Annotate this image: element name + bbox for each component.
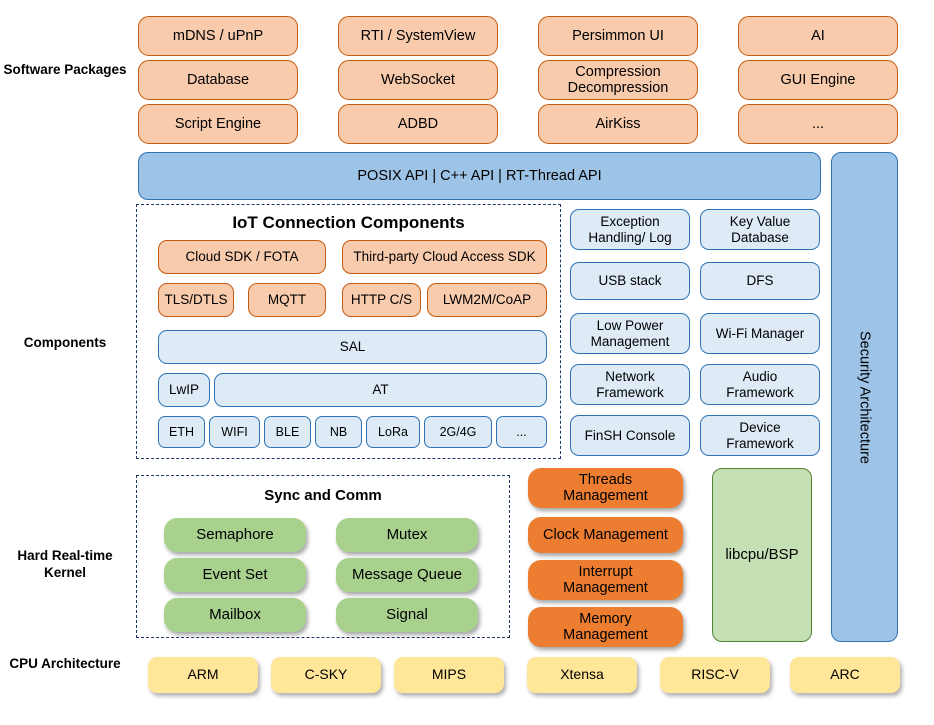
iot-link-box[interactable]: LoRa: [366, 416, 420, 448]
iot-link-box[interactable]: NB: [315, 416, 362, 448]
kernel-management-box[interactable]: Threads Management: [528, 468, 683, 508]
package-box[interactable]: Script Engine: [138, 104, 298, 144]
kernel-management-box[interactable]: Interrupt Management: [528, 560, 683, 600]
iot-sal-box[interactable]: SAL: [158, 330, 547, 364]
kernel-sync-box[interactable]: Signal: [336, 598, 478, 632]
package-box[interactable]: AI: [738, 16, 898, 56]
kernel-management-box[interactable]: Memory Management: [528, 607, 683, 647]
kernel-sync-box[interactable]: Mailbox: [164, 598, 306, 632]
iot-link-box[interactable]: ETH: [158, 416, 205, 448]
kernel-sync-box[interactable]: Message Queue: [336, 558, 478, 592]
cpu-architecture-box[interactable]: Xtensa: [527, 657, 637, 693]
iot-connection-components-frame: [136, 204, 561, 459]
kernel-sync-box[interactable]: Mutex: [336, 518, 478, 552]
cpu-architecture-box[interactable]: MIPS: [394, 657, 504, 693]
libcpu-bsp-box[interactable]: libcpu/BSP: [712, 468, 812, 642]
package-box[interactable]: WebSocket: [338, 60, 498, 100]
iot-protocol-box[interactable]: TLS/DTLS: [158, 283, 234, 317]
iot-link-box[interactable]: WIFI: [209, 416, 260, 448]
iot-protocol-box[interactable]: LWM2M/CoAP: [427, 283, 547, 317]
iot-at-box[interactable]: AT: [214, 373, 547, 407]
component-box[interactable]: Key Value Database: [700, 209, 820, 250]
package-box[interactable]: Compression Decompression: [538, 60, 698, 100]
package-box[interactable]: AirKiss: [538, 104, 698, 144]
kernel-management-box[interactable]: Clock Management: [528, 517, 683, 553]
cpu-architecture-box[interactable]: ARC: [790, 657, 900, 693]
kernel-sync-box[interactable]: Semaphore: [164, 518, 306, 552]
component-box[interactable]: USB stack: [570, 262, 690, 300]
package-box[interactable]: Persimmon UI: [538, 16, 698, 56]
cpu-architecture-box[interactable]: C-SKY: [271, 657, 381, 693]
sync-and-comm-title: Sync and Comm: [264, 487, 382, 504]
component-box[interactable]: Wi-Fi Manager: [700, 313, 820, 354]
component-box[interactable]: Device Framework: [700, 415, 820, 456]
cpu-architecture-box[interactable]: ARM: [148, 657, 258, 693]
package-box[interactable]: ...: [738, 104, 898, 144]
package-box[interactable]: Database: [138, 60, 298, 100]
iot-lwip-box[interactable]: LwIP: [158, 373, 210, 407]
iot-link-box[interactable]: 2G/4G: [424, 416, 492, 448]
iot-connection-components-title: IoT Connection Components: [232, 213, 465, 232]
layer-label-components: Components: [23, 335, 107, 350]
package-box[interactable]: RTI / SystemView: [338, 16, 498, 56]
kernel-sync-box[interactable]: Event Set: [164, 558, 306, 592]
iot-cloud-box[interactable]: Third-party Cloud Access SDK: [342, 240, 547, 274]
security-architecture-bar[interactable]: Security Architecture: [831, 152, 898, 642]
layer-label-cpu-architecture: CPU Architecture: [9, 656, 121, 671]
iot-protocol-box[interactable]: HTTP C/S: [342, 283, 421, 317]
iot-protocol-box[interactable]: MQTT: [248, 283, 326, 317]
cpu-architecture-box[interactable]: RISC-V: [660, 657, 770, 693]
layer-label-kernel: Hard Real-time Kernel: [17, 548, 113, 580]
component-box[interactable]: Network Framework: [570, 364, 690, 405]
component-box[interactable]: DFS: [700, 262, 820, 300]
package-box[interactable]: ADBD: [338, 104, 498, 144]
layer-label-software-packages: Software Packages: [3, 62, 127, 77]
package-box[interactable]: GUI Engine: [738, 60, 898, 100]
api-bar[interactable]: POSIX API | C++ API | RT-Thread API: [138, 152, 821, 200]
component-box[interactable]: FinSH Console: [570, 415, 690, 456]
component-box[interactable]: Audio Framework: [700, 364, 820, 405]
iot-link-box[interactable]: ...: [496, 416, 547, 448]
iot-link-box[interactable]: BLE: [264, 416, 311, 448]
package-box[interactable]: mDNS / uPnP: [138, 16, 298, 56]
sync-and-comm-frame: [136, 475, 510, 638]
component-box[interactable]: Low Power Management: [570, 313, 690, 354]
iot-cloud-box[interactable]: Cloud SDK / FOTA: [158, 240, 326, 274]
component-box[interactable]: Exception Handling/ Log: [570, 209, 690, 250]
